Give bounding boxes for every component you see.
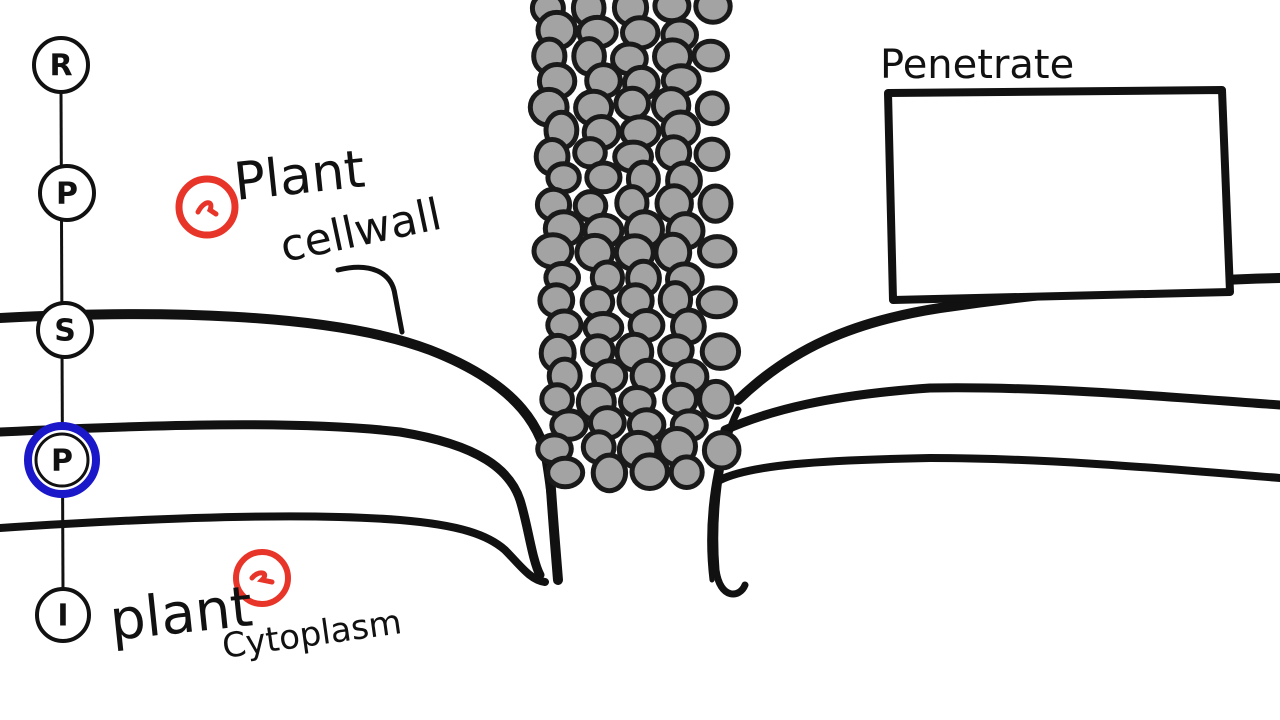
- column-cell: [629, 452, 670, 492]
- answer-box[interactable]: [884, 86, 1234, 304]
- cell-wall-leader-line: [335, 264, 405, 335]
- stepper-node-5[interactable]: I: [35, 587, 91, 643]
- left-cell-wall-inner: [0, 512, 549, 586]
- stepper-node-1[interactable]: R: [32, 36, 90, 94]
- marker-cell-wall-icon: [175, 175, 239, 239]
- label-plant-cytoplasm-line1: plant: [107, 574, 256, 654]
- column-cell: [652, 0, 692, 24]
- stepper-node-5-label: I: [57, 599, 68, 634]
- column-cell: [693, 0, 733, 25]
- stepper-node-1-label: R: [49, 49, 72, 84]
- answer-box-title: Penetrate: [880, 42, 1074, 88]
- penetrating-cell-column: [527, 0, 742, 494]
- right-cell-wall-inner: [716, 453, 1280, 484]
- column-cell: [701, 430, 742, 471]
- column-cell: [613, 85, 652, 122]
- column-cell: [584, 160, 623, 195]
- current-step-highlight: [24, 422, 100, 498]
- stepper-node-2-label: P: [56, 177, 78, 212]
- column-cell: [697, 183, 734, 224]
- stepper-node-4-label: P: [51, 444, 73, 479]
- stepper-node-3[interactable]: S: [36, 301, 94, 359]
- column-cell: [695, 285, 738, 320]
- column-cell: [697, 234, 738, 269]
- label-plant-cell-wall-line1: Plant: [231, 140, 368, 213]
- column-cell: [545, 455, 586, 490]
- column-cell: [693, 136, 731, 173]
- column-cell: [691, 38, 731, 73]
- column-cell: [668, 454, 705, 491]
- column-cell: [590, 452, 629, 494]
- stepper-node-3-label: S: [54, 314, 76, 349]
- stepper-node-2[interactable]: P: [38, 164, 96, 222]
- left-cell-wall-middle: [0, 420, 545, 580]
- right-cell-wall-middle: [720, 383, 1280, 435]
- stepper-node-4-current[interactable]: P: [24, 422, 100, 498]
- column-cell: [694, 90, 730, 127]
- column-cell: [697, 378, 735, 420]
- column-cell: [699, 332, 742, 371]
- marker-cytoplasm-icon: [233, 549, 291, 607]
